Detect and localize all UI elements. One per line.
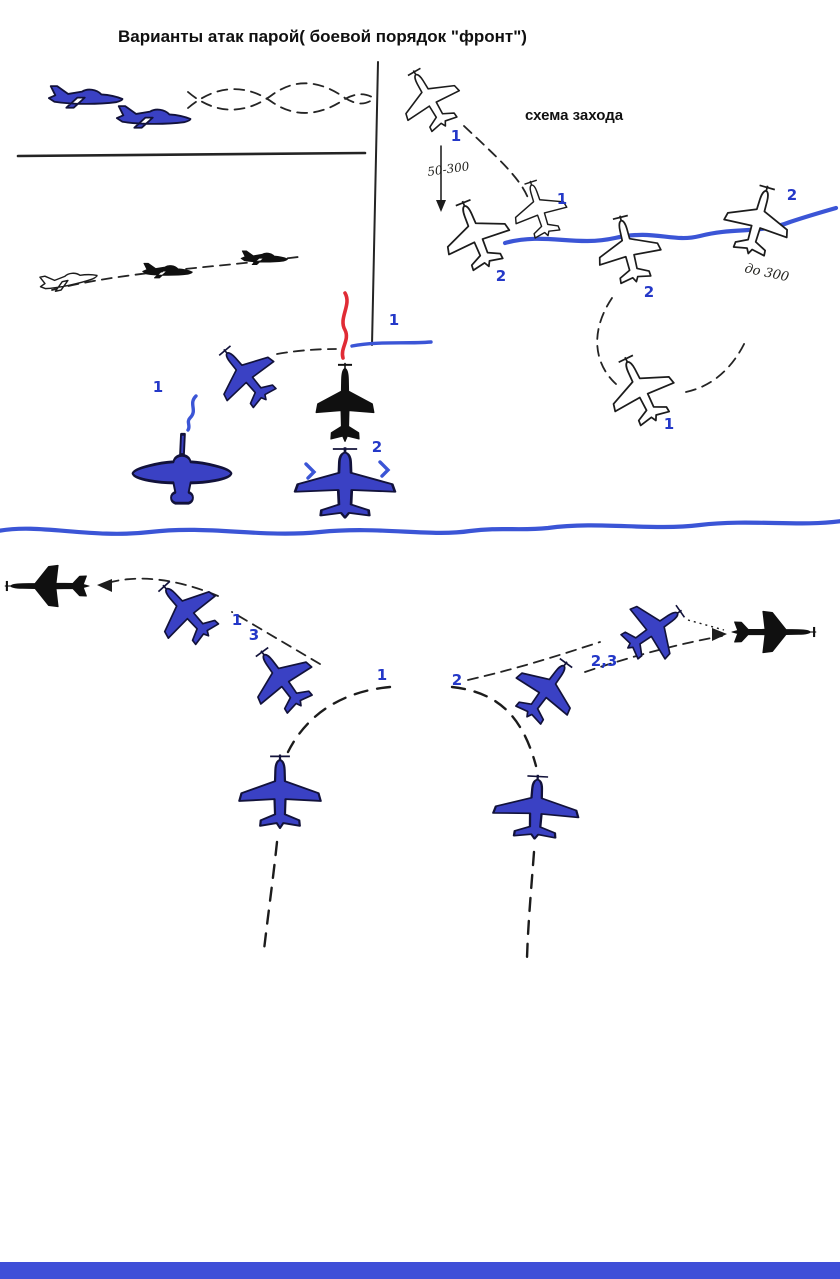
scheme-plane-d	[588, 207, 668, 291]
marker-scheme-3: 1	[557, 190, 567, 208]
marker-scheme-4: 2	[496, 267, 506, 285]
marker-center-3: 2	[372, 438, 382, 456]
marker-center-2: 1	[153, 378, 163, 396]
marker-center-1: 1	[389, 311, 399, 329]
marker-scheme-2: 2	[787, 186, 797, 204]
climb-dash-left	[262, 840, 279, 952]
breakaway-dash-right	[467, 641, 601, 681]
marker-scheme-6: 1	[664, 415, 674, 433]
marker-bottom-5: 2,3	[591, 652, 618, 670]
marker-scheme-5: 2	[644, 283, 654, 301]
marker-scheme-1: 1	[451, 127, 461, 145]
blue-fighter-damaged	[293, 445, 397, 520]
distance-note: до 300	[743, 261, 790, 285]
weave-path-upper	[187, 82, 373, 111]
blue-climber-left	[238, 753, 322, 830]
approach-scheme: схема захода 50-300 до 300 1 2 1 2 2 1	[386, 54, 839, 436]
breakaway-dash-left	[231, 611, 321, 665]
marker-bottom-1: 1	[232, 611, 242, 629]
blue-tracer-line	[350, 340, 433, 348]
page-title: Варианты атак парой( боевой порядок "фро…	[118, 27, 527, 46]
side-view-flight	[37, 250, 299, 295]
bottom-split-attack: 1 3 1 2 2,3	[3, 563, 818, 960]
marker-bottom-3: 1	[377, 666, 387, 684]
blue-fighter-side-wingman	[115, 105, 192, 129]
outline-plane-side	[37, 264, 100, 295]
climb-dash-right	[525, 850, 536, 960]
scheme-dash-2	[596, 297, 617, 385]
attack-arrow-left	[97, 579, 112, 592]
damage-scribble	[304, 460, 391, 480]
blue-attacker-left-2	[234, 631, 328, 726]
target-black-plane-left	[3, 564, 90, 608]
attack-arrow-right	[712, 628, 727, 641]
scheme-blue-flight-line	[502, 205, 839, 246]
descent-arrow-head	[436, 200, 446, 212]
enemy-black-plane-top	[315, 361, 375, 443]
scheme-plane-b	[431, 188, 520, 280]
red-tracer-mark	[340, 291, 349, 360]
blue-fighter-headon	[131, 432, 233, 505]
attack-line-right	[584, 635, 723, 673]
gate-arc-right	[450, 685, 538, 768]
black-plane-side-2	[240, 250, 288, 265]
blue-fighter-banking	[199, 329, 291, 420]
side-flight-path	[51, 256, 299, 291]
target-black-plane-right	[731, 610, 818, 654]
center-attack: 1 1 2	[131, 291, 433, 520]
scheme-dash-1	[463, 125, 529, 199]
black-plane-side-1	[142, 262, 193, 279]
attack-dotted-right	[687, 619, 725, 631]
marker-bottom-2: 3	[249, 626, 259, 644]
altitude-note: 50-300	[426, 159, 470, 179]
bottom-blue-bar	[0, 1262, 840, 1279]
marker-bottom-4: 2	[452, 671, 462, 689]
scheme-plane-c	[504, 171, 575, 245]
blue-fighter-side-leader	[47, 85, 124, 109]
weave-formation	[16, 82, 373, 158]
attack-line-left	[103, 577, 219, 597]
vertical-divider-line	[371, 61, 379, 346]
blue-smoke-squiggle	[186, 394, 198, 432]
weave-path-lower	[187, 88, 373, 114]
blue-attacker-left-1	[138, 563, 233, 658]
attack-approach-dash	[276, 348, 337, 355]
scheme-dash-3	[685, 339, 747, 393]
horizon-line	[0, 519, 840, 536]
ground-line	[16, 151, 367, 158]
blue-climber-right	[490, 771, 582, 843]
scheme-title: схема захода	[525, 107, 624, 124]
